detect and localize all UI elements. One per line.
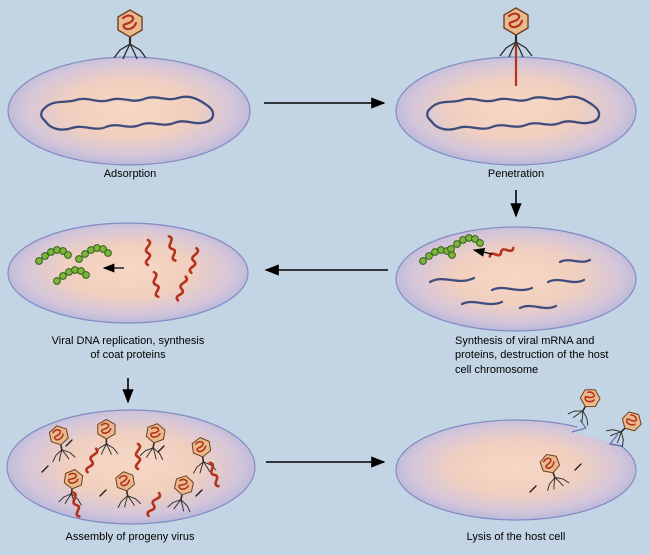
label-lysis: Lysis of the host cell xyxy=(466,531,566,543)
chromosome-fragment xyxy=(490,286,534,292)
debris-mark xyxy=(195,489,203,497)
label-replication: Viral DNA replication, synthesis of coat… xyxy=(51,335,205,362)
label-penetration: Penetration xyxy=(487,168,545,180)
chromosome-fragment xyxy=(460,300,504,306)
label-assembly: Assembly of progeny virus xyxy=(65,531,195,543)
chromosome-fragment xyxy=(546,278,586,284)
debris-mark xyxy=(157,445,165,453)
label-adsorption: Adsorption xyxy=(103,168,157,180)
arrow-mrna-to-ribosomes xyxy=(472,247,493,257)
host-cell-lysis xyxy=(395,419,637,521)
debris-mark xyxy=(99,489,107,497)
host-cell-synthesis xyxy=(395,226,637,332)
chromosome-fragment xyxy=(558,258,592,264)
chromosome-fragment xyxy=(518,304,558,310)
host-cell-adsorption xyxy=(7,56,251,166)
phage-icon xyxy=(112,8,148,61)
host-cell-assembly xyxy=(6,409,256,525)
debris-mark xyxy=(529,485,537,493)
host-cell-replication xyxy=(7,222,249,324)
membrane-rupture xyxy=(572,408,622,446)
debris-mark xyxy=(574,463,582,471)
debris-mark xyxy=(65,439,73,447)
debris-mark xyxy=(41,465,49,473)
chromosome-fragment xyxy=(428,276,476,284)
label-synthesis: Synthesis of viral mRNA and proteins, de… xyxy=(455,335,609,376)
torn-membrane-edge xyxy=(609,433,623,447)
